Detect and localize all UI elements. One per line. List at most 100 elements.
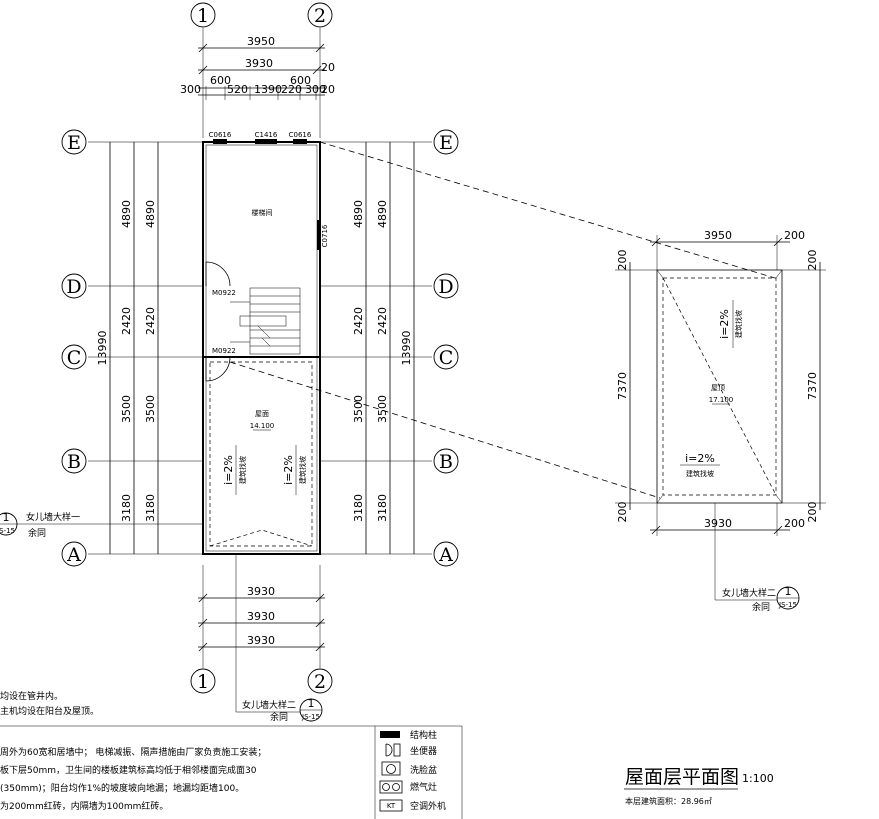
room-roof-elevation: 14.100 — [250, 422, 275, 430]
door-tag-2: M0922 — [212, 347, 236, 355]
callout-right-title: 女儿墙大样二 — [722, 587, 776, 599]
legend-label-ac: 空调外机 — [410, 800, 446, 812]
dim-top-300-right: 300 — [305, 83, 326, 96]
right-roof-top-label: 屋顶 — [711, 384, 725, 392]
dim-right-3500-a: 3500 — [352, 395, 365, 423]
right-dim-3950: 3950 — [704, 229, 732, 242]
dim-right-4890-b: 4890 — [376, 200, 389, 228]
dim-right-13990: 13990 — [400, 331, 413, 366]
slope-sub-right: 建筑找坡 — [298, 456, 307, 484]
dim-left-3500-a: 3500 — [120, 395, 133, 423]
right-dim-200-left-top: 200 — [616, 250, 629, 271]
grid-label-B-right: B — [439, 451, 453, 473]
dim-right-3180-b: 3180 — [376, 494, 389, 522]
note-line-1: 均设在管井内。 — [0, 690, 63, 702]
dim-top-3930: 3930 — [245, 57, 273, 70]
dim-top-3950: 3950 — [247, 35, 275, 48]
toilet-icon — [385, 743, 401, 757]
window-tag-4: C0716 — [321, 224, 329, 247]
right-dim-7370-right: 7370 — [806, 372, 819, 400]
right-dim-200-top: 200 — [784, 229, 805, 242]
stove-icon — [379, 780, 403, 794]
callout-left-title: 女儿墙大样一 — [26, 511, 80, 523]
note-line-2: 主机均设在阳台及屋顶。 — [0, 705, 99, 717]
callout-parapet-bottom: 女儿墙大样二 余同 1 JS-15 — [235, 598, 323, 723]
note-line-6: 为200mm红砖，内隔墙为100mm红砖。 — [0, 800, 168, 812]
grid-label-2-bottom: 2 — [314, 671, 326, 693]
dim-left-3180-a: 3180 — [120, 494, 133, 522]
callout-right-ref: JS-15 — [778, 601, 797, 609]
grid-label-B-left: B — [67, 451, 81, 473]
right-slope-text-2: i=2% — [685, 452, 715, 465]
dim-right-3500-b: 3500 — [376, 395, 389, 423]
grid-label-C-right: C — [439, 347, 454, 369]
note-line-5: (350mm)；阳台均作1%的坡度坡向地漏；地漏均距墙100。 — [0, 782, 244, 794]
window-tag-3: C0616 — [289, 131, 312, 139]
room-stair-label: 楼梯间 — [252, 208, 273, 217]
grid-bubbles: 1 2 1 2 E E D D C C B B A A — [61, 2, 459, 694]
dim-top-1390: 1390 — [254, 83, 282, 96]
right-dim-7370-left: 7370 — [616, 372, 629, 400]
door-tag-1: M0922 — [212, 289, 236, 297]
right-dim-200-right-top: 200 — [806, 250, 819, 271]
title-block: 屋面层平面图 1:100 本层建筑面积：28.96㎡ — [624, 766, 774, 806]
legend: 结构柱 坐便器 洗脸盆 燃气灶 KT 空调外机 — [379, 729, 446, 812]
bottom-dimension-lines: 3930 3930 3930 — [198, 555, 325, 652]
column-icon — [380, 731, 400, 738]
dim-left-3180-b: 3180 — [144, 494, 157, 522]
grid-label-2: 2 — [314, 5, 326, 27]
callout-bottom-num: 1 — [308, 697, 315, 710]
dim-bottom-3930-1: 3930 — [247, 585, 275, 598]
projection-line-2 — [229, 361, 661, 499]
right-dim-3930: 3930 — [704, 517, 732, 530]
dim-right-3180-a: 3180 — [352, 494, 365, 522]
callout-left-num: 1 — [3, 511, 10, 524]
dim-bottom-3930-3: 3930 — [247, 634, 275, 647]
grid-label-A-right: A — [438, 544, 453, 566]
projection-line-1 — [319, 141, 776, 279]
legend-label-toilet: 坐便器 — [410, 745, 437, 757]
callout-bottom-same: 余同 — [270, 711, 288, 723]
floor-area-note: 本层建筑面积：28.96㎡ — [625, 796, 712, 806]
note-line-4: 板下层50mm，卫生间的楼板建筑标高均低于相邻楼面完成面30 — [0, 764, 257, 776]
dim-left-2420-a: 2420 — [120, 307, 133, 335]
grid-label-1: 1 — [197, 5, 209, 27]
right-roof-top-elev: 17.100 — [709, 396, 734, 404]
legend-label-stove: 燃气灶 — [410, 781, 437, 793]
right-roof-plan: 3950 200 3930 200 200 7370 200 200 7370 … — [615, 229, 826, 536]
right-slope-text: i=2% — [718, 309, 731, 339]
dim-right-2420-b: 2420 — [376, 307, 389, 335]
note-line-3: 周外为60宽和居墙中； 电梯减振、隔声措施由厂家负责施工安装； — [0, 746, 266, 758]
grid-label-D-right: D — [438, 276, 453, 298]
callout-right-num: 1 — [785, 585, 792, 598]
right-dim-200-left-bottom: 200 — [616, 502, 629, 523]
slope-text-left: i=2% — [222, 455, 235, 485]
callout-bottom-title: 女儿墙大样二 — [242, 699, 296, 711]
drawing-title: 屋面层平面图 — [625, 766, 739, 788]
dim-top-600-right: 600 — [290, 74, 311, 87]
callout-parapet-left: 1 JS-15 女儿墙大样一 余同 — [0, 511, 203, 539]
dim-top-20: 20 — [321, 61, 335, 74]
room-roof-label: 屋面 — [255, 410, 269, 418]
washbasin-icon — [381, 761, 401, 776]
dim-top-20-b: 20 — [321, 83, 335, 96]
dim-top-600-left: 600 — [210, 74, 231, 87]
dim-right-2420-a: 2420 — [352, 307, 365, 335]
legend-label-washbasin: 洗脸盆 — [410, 764, 437, 776]
ac-badge: KT — [387, 802, 396, 810]
dim-left-4890-a: 4890 — [120, 200, 133, 228]
right-slope-sub-2: 建筑找坡 — [686, 469, 714, 478]
callout-left-ref: JS-15 — [0, 527, 15, 535]
stair — [230, 287, 301, 355]
callout-right-same: 余同 — [752, 601, 770, 613]
legend-label-column: 结构柱 — [410, 729, 437, 741]
left-dimension-lines: 13990 4890 4890 2420 2420 3500 3500 3180… — [96, 142, 159, 554]
dim-top-300-left: 300 — [180, 83, 201, 96]
grid-label-1-bottom: 1 — [197, 671, 209, 693]
dim-left-4890-b: 4890 — [144, 200, 157, 228]
callout-parapet-right: 女儿墙大样二 余同 1 JS-15 — [714, 503, 800, 613]
notes: 均设在管井内。 主机均设在阳台及屋顶。 周外为60宽和居墙中； 电梯减振、隔声措… — [0, 690, 463, 819]
right-slope-sub: 建筑找坡 — [734, 310, 743, 338]
dim-left-13990: 13990 — [96, 331, 109, 366]
